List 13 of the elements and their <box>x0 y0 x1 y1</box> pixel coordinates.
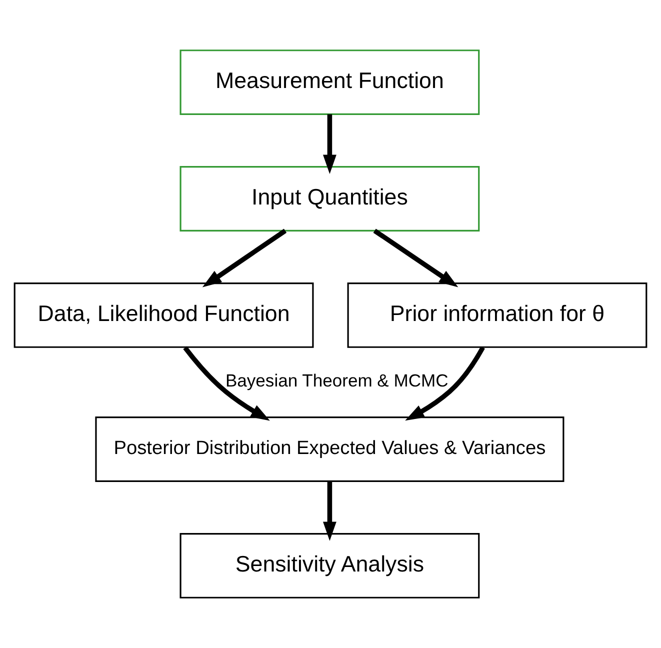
node-box: Sensitivity Analysis <box>180 533 480 598</box>
node-box: Prior information for θ <box>347 282 648 348</box>
arrow <box>183 346 270 421</box>
arrow <box>405 346 485 421</box>
node-box: Measurement Function <box>180 50 480 115</box>
arrow <box>322 114 336 174</box>
node-box: Posterior Distribution Expected Values & Variances <box>95 416 564 482</box>
node-box: Input Quantities <box>180 166 480 232</box>
edge-label: Bayesian Theorem & MCMC <box>225 370 448 391</box>
arrow <box>373 228 458 288</box>
arrow <box>322 481 336 541</box>
node-box: Data, Likelihood Function <box>14 282 314 348</box>
arrow <box>202 228 287 288</box>
